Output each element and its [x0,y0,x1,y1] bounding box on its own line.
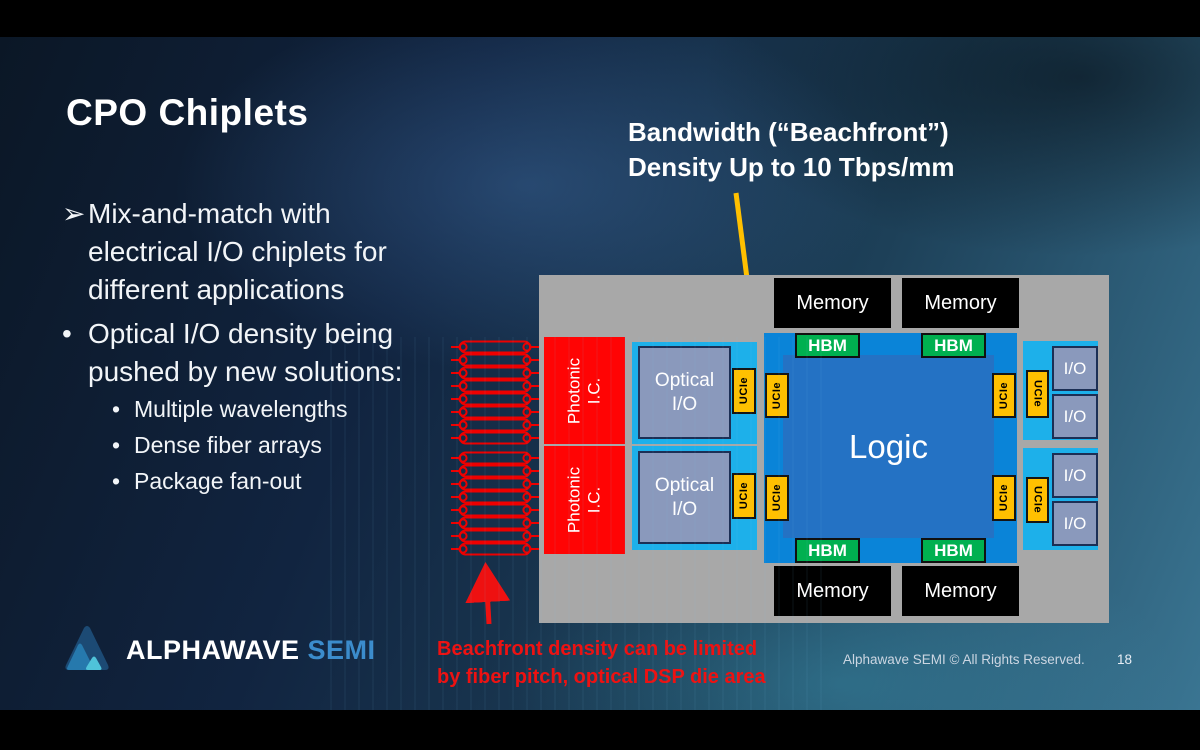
fiber [451,340,539,354]
fiber [451,431,539,445]
fiber [451,405,539,419]
photonic-ic-top: Photonic I.C. [544,337,625,444]
bandwidth-callout: Bandwidth (“Beachfront”) Density Up to 1… [628,115,955,185]
ucie-block-logic-left-top: UCIe [765,373,789,418]
bullet-list: ➢ Mix-and-match with electrical I/O chip… [62,195,408,499]
photonic-ic-label: Photonic I.C. [564,466,604,534]
io-die-3: I/O [1052,453,1098,498]
logic-interposer: Logic HBM HBM HBM HBM UCIe UCIe UCIe UCI… [764,333,1017,563]
logic-label: Logic [849,427,928,465]
optical-io-die-bottom: Optical I/O [638,451,731,544]
fiber [451,542,539,556]
sub-bullet-fiber-arrays: • Dense fiber arrays [62,427,408,463]
fiber [451,516,539,530]
ucie-block-logic-right-top: UCIe [992,373,1016,418]
optical-io-die-top: Optical I/O [638,346,731,439]
fiber [451,353,539,367]
io-die-2: I/O [1052,394,1098,439]
ucie-block-logic-right-bottom: UCIe [992,475,1016,521]
fiber [451,451,539,465]
alphawave-logo-icon [65,626,109,670]
memory-top-right: Memory [902,278,1019,328]
bandwidth-callout-line2: Density Up to 10 Tbps/mm [628,152,955,182]
hbm-top-left: HBM [795,333,860,358]
photonic-ic-label: Photonic I.C. [564,357,604,424]
copyright-text: Alphawave SEMI © All Rights Reserved. [843,652,1085,667]
logo-wordmark: ALPHAWAVE SEMI [126,635,376,666]
memory-top-left: Memory [774,278,891,328]
bullet-text: Mix-and-match with electrical I/O chiple… [88,198,387,305]
ucie-block-logic-left-bottom: UCIe [765,475,789,521]
beachfront-caption-line2: by fiber pitch, optical DSP die area [437,666,766,688]
slide: CPO Chiplets ➢ Mix-and-match with electr… [0,37,1200,710]
fiber [451,490,539,504]
dot-bullet-icon: • [112,468,121,494]
bullet-item-optical-density: • Optical I/O density being pushed by ne… [62,315,408,391]
ucie-block-io-bottom: UCIe [1026,477,1049,523]
beachfront-arrow [465,562,511,625]
dot-bullet-icon: • [62,318,72,349]
fiber [451,392,539,406]
logic-die: Logic [783,355,994,538]
optical-io-label: Optical I/O [654,369,715,415]
optical-io-label: Optical I/O [654,474,715,520]
logo-text-alphawave: ALPHAWAVE [126,634,300,665]
alphawave-logo: ALPHAWAVE SEMI [64,625,376,675]
fiber [451,366,539,380]
dot-bullet-icon: • [112,432,121,458]
sub-bullet-wavelengths: • Multiple wavelengths [62,391,408,427]
ucie-block-io-top: UCIe [1026,370,1049,418]
io-die-4: I/O [1052,501,1098,546]
fiber [451,529,539,543]
photonic-ic-bottom: Photonic I.C. [544,446,625,554]
fiber [451,379,539,393]
hbm-bottom-left: HBM [795,538,860,563]
bandwidth-callout-line1: Bandwidth (“Beachfront”) [628,117,949,147]
fiber-array [451,340,539,556]
page-title: CPO Chiplets [66,92,309,133]
hbm-bottom-right: HBM [921,538,986,563]
page-number: 18 [1117,652,1133,667]
hbm-top-right: HBM [921,333,986,358]
fiber [451,477,539,491]
bullet-text: Optical I/O density being pushed by new … [88,318,403,387]
bullet-text: Package fan-out [134,468,302,494]
io-die-1: I/O [1052,346,1098,391]
fiber [451,503,539,517]
beachfront-caption: Beachfront density can be limited by fib… [437,635,766,691]
bullet-text: Dense fiber arrays [134,432,322,458]
package-substrate: Photonic I.C. Photonic I.C. Optical I/O … [539,275,1109,623]
fiber [451,464,539,478]
dot-bullet-icon: • [112,396,121,422]
arrow-bullet-icon: ➢ [62,198,86,229]
ucie-block-optical-top: UCIe [732,368,756,414]
memory-bottom-right: Memory [902,566,1019,616]
memory-bottom-left: Memory [774,566,891,616]
ucie-block-optical-bottom: UCIe [732,473,756,519]
beachfront-caption-line1: Beachfront density can be limited [437,638,758,660]
logo-text-semi: SEMI [307,634,376,665]
bullet-item-mix-and-match: ➢ Mix-and-match with electrical I/O chip… [62,195,408,309]
bullet-text: Multiple wavelengths [134,396,348,422]
fiber [451,418,539,432]
sub-bullet-fan-out: • Package fan-out [62,463,408,499]
